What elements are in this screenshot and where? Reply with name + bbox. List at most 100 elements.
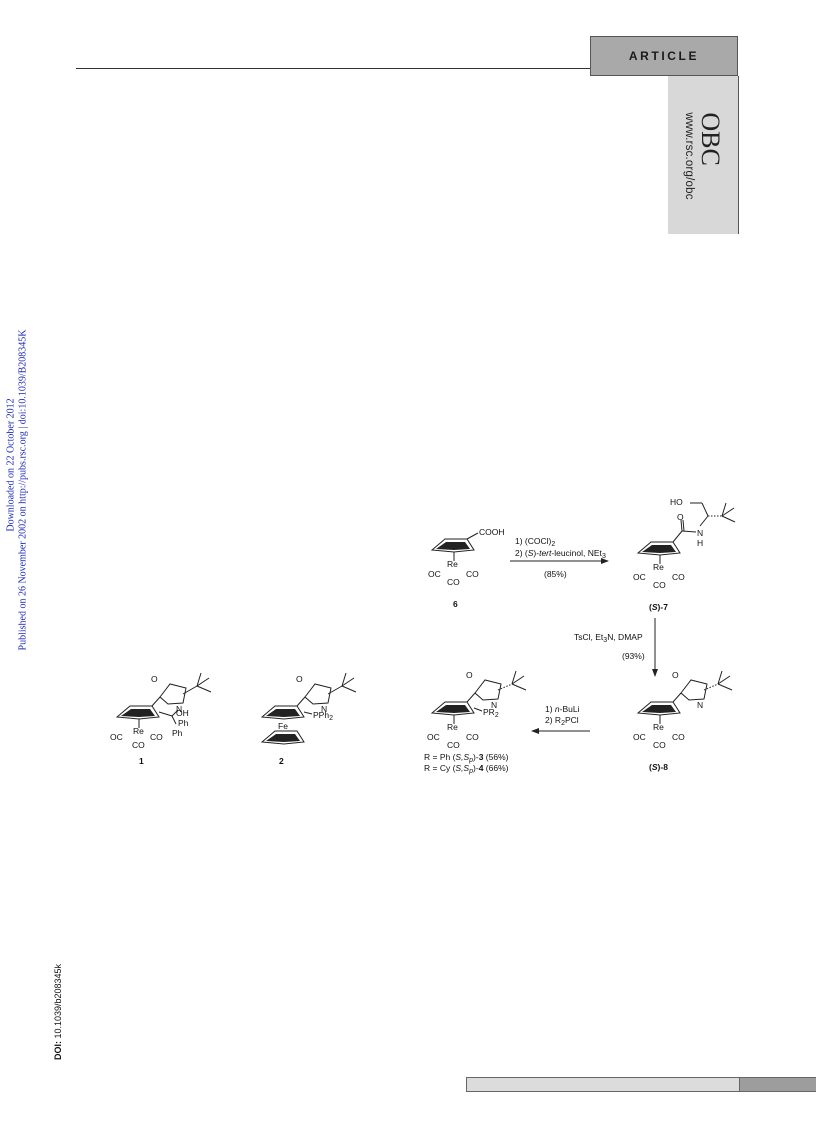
tbu-bond	[196, 677, 210, 687]
ligand-oc: OC	[633, 732, 646, 742]
atom-re: Re	[653, 562, 664, 572]
step3-reagent1: 1) n-BuLi	[545, 704, 580, 714]
tbu-bond	[721, 507, 735, 517]
ligand-oc: OC	[633, 572, 646, 582]
step2-yield: (93%)	[622, 651, 645, 661]
atom-fe: Fe	[278, 721, 288, 731]
atom-o: O	[677, 512, 684, 522]
bond-oxazoline	[151, 696, 161, 707]
footer-bar-tab	[740, 1077, 816, 1092]
atom-pph2: PPh2	[313, 710, 333, 722]
compound-s7	[636, 502, 736, 564]
tbu-bond	[341, 677, 355, 687]
atom-h: H	[697, 538, 703, 548]
bond-tbu	[182, 685, 198, 695]
ligand-co: CO	[672, 732, 685, 742]
tbu-bond	[511, 683, 527, 691]
cp-ring-fill	[436, 542, 470, 550]
compound-2-label: 2	[279, 756, 284, 766]
bond-carbinol	[158, 711, 173, 717]
ligand-co: CO	[466, 732, 479, 742]
step3-reagent2: 2) R2PCl	[545, 715, 579, 727]
cp-ring-bottom-fill	[266, 734, 300, 742]
compound-1-label: 1	[139, 756, 144, 766]
oxazoline-ring	[304, 683, 332, 705]
cp-ring-fill	[642, 545, 676, 553]
ligand-co: CO	[447, 577, 460, 587]
atom-n: N	[321, 704, 327, 714]
atom-ph: Ph	[172, 728, 183, 738]
bond-oh	[171, 709, 179, 717]
tbu-bond	[511, 675, 525, 685]
atom-re: Re	[653, 722, 664, 732]
atom-n: N	[697, 700, 703, 710]
ligand-co: CO	[466, 569, 479, 579]
atom-ho: HO	[670, 497, 683, 507]
tbu-bond	[196, 672, 202, 687]
article-label: ARTICLE	[590, 36, 738, 76]
cp-ring-top-fill	[266, 709, 300, 717]
bond-nh	[681, 530, 697, 533]
tbu-bond	[341, 685, 357, 693]
atom-ph: Ph	[178, 718, 189, 728]
cp-ring	[115, 705, 160, 720]
ligand-co: CO	[653, 740, 666, 750]
ligand-co: CO	[132, 740, 145, 750]
compound-2	[260, 672, 357, 745]
bond-ch2	[701, 502, 709, 517]
bond-oxazoline	[296, 696, 306, 707]
ligand-co: CO	[150, 732, 163, 742]
atom-oh: OH	[176, 708, 189, 718]
bond-pph2	[303, 711, 313, 715]
step1-reagent2: 2) (S)-tert-leucinol, NEt3	[515, 548, 606, 560]
bond-co	[680, 519, 683, 532]
compound-s8-label: (S)-8	[649, 762, 668, 772]
cp-ring-fill	[436, 705, 470, 713]
bond-chain	[699, 515, 709, 527]
compound-1	[115, 672, 212, 728]
ligand-co: CO	[672, 572, 685, 582]
oxazoline-ring	[159, 683, 187, 705]
step1-reagent1: 1) (COCl)2	[515, 536, 555, 548]
bond-oxazoline	[672, 692, 682, 703]
journal-tab: OBC www.rsc.org/obc	[668, 76, 739, 234]
atom-re: Re	[447, 559, 458, 569]
atom-n: N	[491, 700, 497, 710]
tbu-bond	[511, 670, 517, 685]
ligand-oc: OC	[428, 569, 441, 579]
bond-ph	[171, 715, 177, 725]
cp-ring	[636, 541, 681, 556]
result-cy: R = Cy (S,Sp)-4 (66%)	[424, 763, 509, 775]
atom-re: Re	[447, 722, 458, 732]
bond-oxazoline	[466, 692, 476, 703]
compound-s8	[636, 670, 733, 724]
ligand-co: CO	[653, 580, 666, 590]
ligand-oc: OC	[110, 732, 123, 742]
bond-amide	[672, 530, 683, 543]
ligand-oc: OC	[427, 732, 440, 742]
step1-yield: (85%)	[544, 569, 567, 579]
compound-6	[430, 532, 479, 561]
atom-o: O	[296, 674, 303, 684]
atom-pr2: PR2	[483, 707, 499, 719]
atom-re: Re	[133, 726, 144, 736]
bond-pr2	[473, 707, 483, 712]
atom-o: O	[466, 670, 473, 680]
tbu-bond	[341, 672, 347, 687]
compound-3-4	[430, 670, 527, 724]
tbu-bond	[717, 670, 723, 685]
cp-ring-fill	[642, 705, 676, 713]
cp-ring	[430, 538, 475, 553]
tbu-bond	[196, 685, 212, 693]
tbu-bond	[717, 683, 733, 691]
cp-ring-fill	[121, 709, 155, 717]
cp-ring	[636, 701, 681, 716]
step2-reagents: TsCl, Et3N, DMAP	[574, 632, 643, 644]
cp-ring-bottom	[260, 730, 305, 745]
atom-o: O	[151, 674, 158, 684]
result-ph: R = Ph (S,Sp)-3 (56%)	[424, 752, 509, 764]
bond-tbu	[327, 685, 343, 695]
tbu-bond	[721, 515, 736, 523]
bond-co-double	[682, 519, 685, 532]
